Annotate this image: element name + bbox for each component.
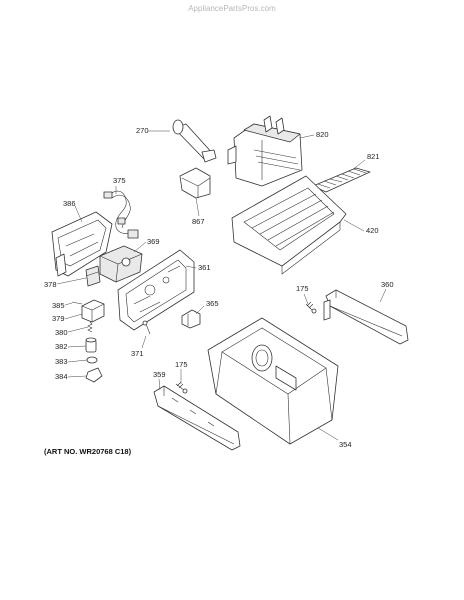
part-ice-tray[interactable] (231, 175, 347, 275)
callout-270: 270 (136, 126, 149, 135)
part-spring-380[interactable] (87, 321, 93, 333)
part-pin-385[interactable] (71, 301, 83, 305)
callout-369: 369 (147, 237, 160, 246)
watermark: AppliancePartsPros.com (188, 4, 276, 13)
part-housing-386[interactable] (51, 211, 113, 277)
callout-420: 420 (366, 226, 379, 235)
part-block-379[interactable] (81, 299, 105, 323)
callout-378: 378 (44, 280, 57, 289)
callout-361: 361 (198, 263, 211, 272)
part-cylinder-382[interactable] (85, 337, 97, 353)
callout-821: 821 (367, 152, 380, 161)
part-screw-371[interactable] (142, 320, 151, 335)
part-fill-tube[interactable] (172, 119, 217, 163)
callout-175-upper: 175 (296, 284, 309, 293)
callout-379: 379 (52, 314, 65, 323)
part-rail-359[interactable] (153, 385, 241, 451)
part-motor[interactable] (99, 245, 143, 283)
callout-386: 386 (63, 199, 76, 208)
callout-354: 354 (339, 440, 352, 449)
callout-385: 385 (52, 301, 65, 310)
callout-384: 384 (55, 372, 68, 381)
callout-371: 371 (131, 349, 144, 358)
part-knob-384[interactable] (85, 367, 103, 383)
callout-867: 867 (192, 217, 205, 226)
part-bracket-867[interactable] (179, 167, 211, 199)
callout-380: 380 (55, 328, 68, 337)
part-clip-365[interactable] (181, 309, 201, 329)
part-wire-harness[interactable] (103, 190, 139, 239)
art-number: (ART NO. WR20768 C18) (44, 447, 132, 456)
part-screw-175-lower[interactable] (175, 381, 188, 394)
callout-382: 382 (55, 342, 68, 351)
callout-175-lower: 175 (175, 360, 188, 369)
part-washer-383[interactable] (86, 356, 98, 364)
leader-lines (56, 130, 387, 441)
callout-375: 375 (113, 176, 126, 185)
callout-820: 820 (316, 130, 329, 139)
part-screw-175-upper[interactable] (305, 301, 317, 314)
part-solenoid-378[interactable] (85, 265, 101, 287)
part-icemaker[interactable] (227, 115, 303, 187)
part-control-board[interactable] (117, 249, 195, 331)
callout-383: 383 (55, 357, 68, 366)
callout-359: 359 (153, 370, 166, 379)
part-rail-360[interactable] (323, 289, 409, 345)
callout-360: 360 (381, 280, 394, 289)
callout-labels: 270 820 821 375 386 867 420 369 361 378 … (44, 126, 394, 449)
callout-365: 365 (206, 299, 219, 308)
part-ice-ejector[interactable] (312, 167, 371, 193)
part-ice-bucket[interactable] (207, 317, 339, 445)
